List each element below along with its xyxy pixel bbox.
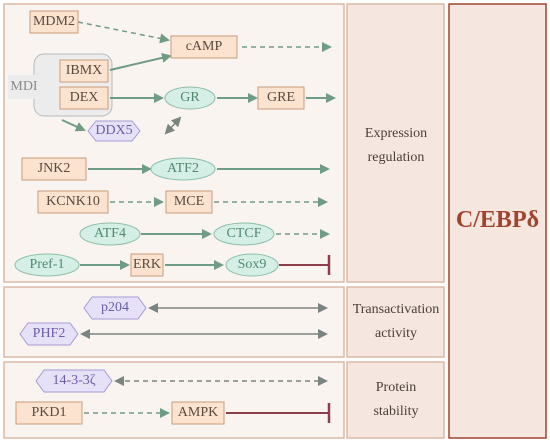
- panel-expression-label: [346, 3, 445, 283]
- panel-title: [448, 3, 547, 439]
- node-gr-shape: [164, 86, 216, 110]
- mdi-label-box: [8, 75, 40, 99]
- arrow-mdm2-camp: [77, 21, 170, 44]
- node-ddx5: DDX5: [95, 123, 133, 138]
- arrow-gr-ddx5: [164, 116, 182, 135]
- node-ampk-box: [171, 401, 225, 425]
- node-atf2-shape: [150, 157, 216, 181]
- node-camp-box: [170, 35, 238, 59]
- node-dex: DEX: [69, 90, 99, 105]
- node-erk-box: [130, 253, 164, 277]
- node-atf4-shape: [79, 222, 141, 246]
- node-kcnk10: KCNK10: [46, 194, 100, 209]
- section-stability-label: Protein stability: [373, 380, 419, 419]
- arrow-ibmx-camp: [109, 52, 172, 71]
- diagram-title: C/EBPδ: [455, 206, 540, 233]
- node-1433-shape: [35, 369, 113, 393]
- node-mdm2: MDM2: [32, 14, 75, 29]
- section-transactivation-label: Transactivation activity: [352, 302, 440, 341]
- node-kcnk10-box: [37, 190, 109, 214]
- panel-stability-label: [346, 361, 445, 439]
- node-mce-box: [165, 190, 213, 214]
- node-pkd1-box: [15, 401, 83, 425]
- node-dex-box: [59, 86, 109, 110]
- node-atf4: ATF4: [94, 226, 126, 241]
- node-pref1-shape: [14, 253, 80, 277]
- node-ddx5-shape: [87, 120, 141, 142]
- node-gr: GR: [180, 90, 200, 105]
- node-erk: ERK: [133, 257, 161, 272]
- node-sox9-shape: [225, 253, 279, 277]
- node-gre: GRE: [267, 90, 295, 105]
- arrow-mdi-ddx5: [61, 119, 86, 132]
- node-camp: cAMP: [185, 39, 223, 54]
- panel-transactivation-label: [346, 286, 445, 358]
- node-mce: MCE: [173, 194, 205, 209]
- node-1433: 14-3-3ζ: [52, 373, 96, 388]
- node-phf2: PHF2: [32, 326, 66, 341]
- node-ampk: AMPK: [177, 405, 219, 420]
- node-ibmx: IBMX: [65, 63, 103, 78]
- node-atf2: ATF2: [167, 161, 199, 176]
- node-jnk2-box: [21, 157, 87, 181]
- node-gre-box: [257, 86, 305, 110]
- node-sox9: Sox9: [237, 257, 267, 272]
- node-mdm2-box: [29, 10, 79, 34]
- node-ctcf: CTCF: [226, 226, 262, 241]
- node-ctcf-shape: [213, 222, 275, 246]
- node-pkd1: PKD1: [31, 405, 67, 420]
- node-ibmx-box: [59, 59, 109, 83]
- section-expression-label: Expression regulation: [364, 126, 428, 165]
- node-p204-shape: [83, 296, 147, 320]
- node-p204: p204: [101, 300, 129, 315]
- node-mdi: MDI: [10, 79, 38, 94]
- node-jnk2: JNK2: [37, 161, 71, 176]
- node-phf2-shape: [19, 322, 79, 346]
- node-pref1: Pref-1: [29, 257, 65, 272]
- panel-transactivation: [3, 286, 345, 358]
